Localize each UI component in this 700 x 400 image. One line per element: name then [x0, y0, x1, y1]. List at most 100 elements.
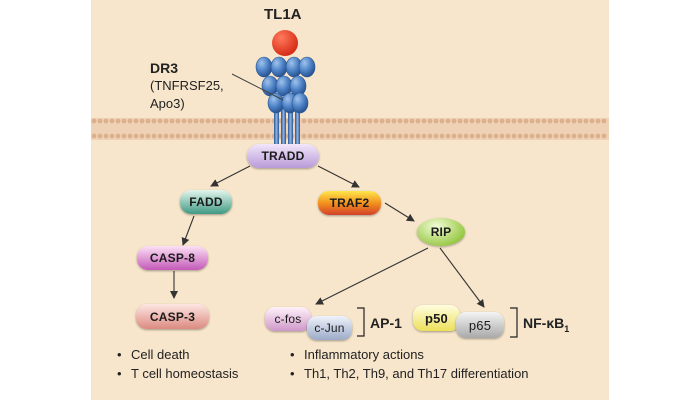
membrane-lipid-head: [211, 133, 217, 139]
membrane-lipid-head: [577, 118, 583, 124]
membrane-lipid-head: [157, 118, 163, 124]
membrane-lipid-head: [463, 118, 469, 124]
outcome-text: Inflammatory actions: [304, 347, 424, 362]
membrane-lipid-head: [151, 133, 157, 139]
membrane-lipid-head: [427, 133, 433, 139]
membrane-lipid-head: [379, 118, 385, 124]
tl1a-ligand: [272, 30, 298, 56]
membrane-lipid-head: [355, 118, 361, 124]
nfkb-label-sub: 1: [564, 323, 570, 334]
membrane-lipid-head: [589, 133, 595, 139]
membrane-lipid-head: [391, 118, 397, 124]
outcomes-left-list: •Cell death •T cell homeostasis: [117, 345, 238, 383]
membrane-lipid-head: [97, 118, 103, 124]
membrane-lipid-head: [451, 133, 457, 139]
receptor-domain: [255, 56, 273, 78]
membrane-lipid-head: [109, 133, 115, 139]
membrane-lipid-head: [373, 118, 379, 124]
membrane-lipid-head: [511, 118, 517, 124]
arrow-tradd-fadd: [210, 165, 251, 187]
membrane-lipid-head: [427, 118, 433, 124]
tl1a-label: TL1A: [264, 6, 302, 23]
membrane-lipid-head: [487, 133, 493, 139]
membrane-lipid-head: [253, 118, 259, 124]
membrane-lipid-head: [457, 118, 463, 124]
membrane-lipid-head: [193, 133, 199, 139]
membrane-lipid-head: [493, 133, 499, 139]
membrane-lipid-head: [91, 118, 97, 124]
membrane-lipid-head: [385, 133, 391, 139]
dr3-label: DR3: [150, 60, 179, 76]
membrane-lipid-head: [553, 118, 559, 124]
membrane-lipid-head: [163, 118, 169, 124]
membrane-lipid-head: [553, 133, 559, 139]
membrane-lipid-head: [517, 118, 523, 124]
membrane-lipid-head: [535, 118, 541, 124]
membrane-lipid-head: [523, 118, 529, 124]
receptor-domain: [298, 56, 316, 78]
dr3-pointer-line: [231, 73, 284, 101]
pathway-arrows: [170, 165, 485, 308]
membrane-lipid-head: [403, 133, 409, 139]
membrane-lipid-head: [139, 133, 145, 139]
membrane-lipid-head: [409, 118, 415, 124]
membrane-lipid-head: [145, 133, 151, 139]
membrane-lipid-head: [595, 118, 601, 124]
membrane-lipid-head: [493, 118, 499, 124]
membrane-lipid-head: [331, 133, 337, 139]
membrane-lipid-head: [499, 133, 505, 139]
membrane-lipid-head: [355, 133, 361, 139]
arrow-rip-nfkb: [439, 247, 485, 308]
membrane-lipid-head: [415, 118, 421, 124]
membrane-lipid-head: [457, 133, 463, 139]
arrow-traf2-rip: [384, 202, 415, 222]
membrane-lipid-head: [181, 133, 187, 139]
membrane-lipid-head: [127, 118, 133, 124]
outcomes-right-list: •Inflammatory actions •Th1, Th2, Th9, an…: [290, 345, 529, 383]
membrane-lipid-head: [445, 118, 451, 124]
membrane-lipid-head: [115, 118, 121, 124]
membrane-lipid-head: [193, 118, 199, 124]
membrane-lipid-head: [367, 133, 373, 139]
membrane-lipid-head: [349, 118, 355, 124]
membrane-lipid-head: [529, 133, 535, 139]
membrane-lipid-head: [361, 118, 367, 124]
membrane-lipid-head: [163, 133, 169, 139]
membrane-lipid-head: [433, 133, 439, 139]
membrane-lipid-head: [229, 118, 235, 124]
membrane-lipid-head: [331, 118, 337, 124]
membrane-lipid-head: [499, 118, 505, 124]
membrane-lipid-head: [505, 133, 511, 139]
membrane-lipid-head: [475, 118, 481, 124]
membrane-lipid-head: [397, 133, 403, 139]
ap1-bracket: [357, 307, 365, 337]
membrane-lipid-head: [589, 118, 595, 124]
membrane-lipid-head: [391, 133, 397, 139]
outcome-text: Th1, Th2, Th9, and Th17 differentiation: [304, 366, 529, 381]
membrane-lipid-head: [199, 118, 205, 124]
dr3-aliases-line2: Apo3): [150, 96, 185, 111]
membrane-lipid-head: [325, 133, 331, 139]
node-rip: RIP: [417, 218, 465, 246]
membrane-lipid-head: [313, 118, 319, 124]
membrane-lipid-head: [121, 118, 127, 124]
membrane-lipid-head: [229, 133, 235, 139]
node-fadd: FADD: [180, 190, 232, 214]
membrane-lipid-head: [223, 133, 229, 139]
node-p50: p50: [413, 305, 460, 331]
membrane-lipid-head: [115, 133, 121, 139]
membrane-lipid-head: [571, 118, 577, 124]
membrane-lipid-head: [601, 118, 607, 124]
membrane-lipid-head: [511, 133, 517, 139]
membrane-lipid-head: [325, 118, 331, 124]
dr3-receptor: [255, 56, 316, 144]
node-p65: p65: [456, 312, 504, 338]
membrane-lipid-head: [403, 118, 409, 124]
membrane-lipid-head: [571, 133, 577, 139]
membrane-lipid-head: [475, 133, 481, 139]
membrane-lipid-head: [445, 133, 451, 139]
membrane-lipid-head: [469, 133, 475, 139]
membrane-lipid-head: [175, 118, 181, 124]
membrane-lipid-head: [169, 118, 175, 124]
